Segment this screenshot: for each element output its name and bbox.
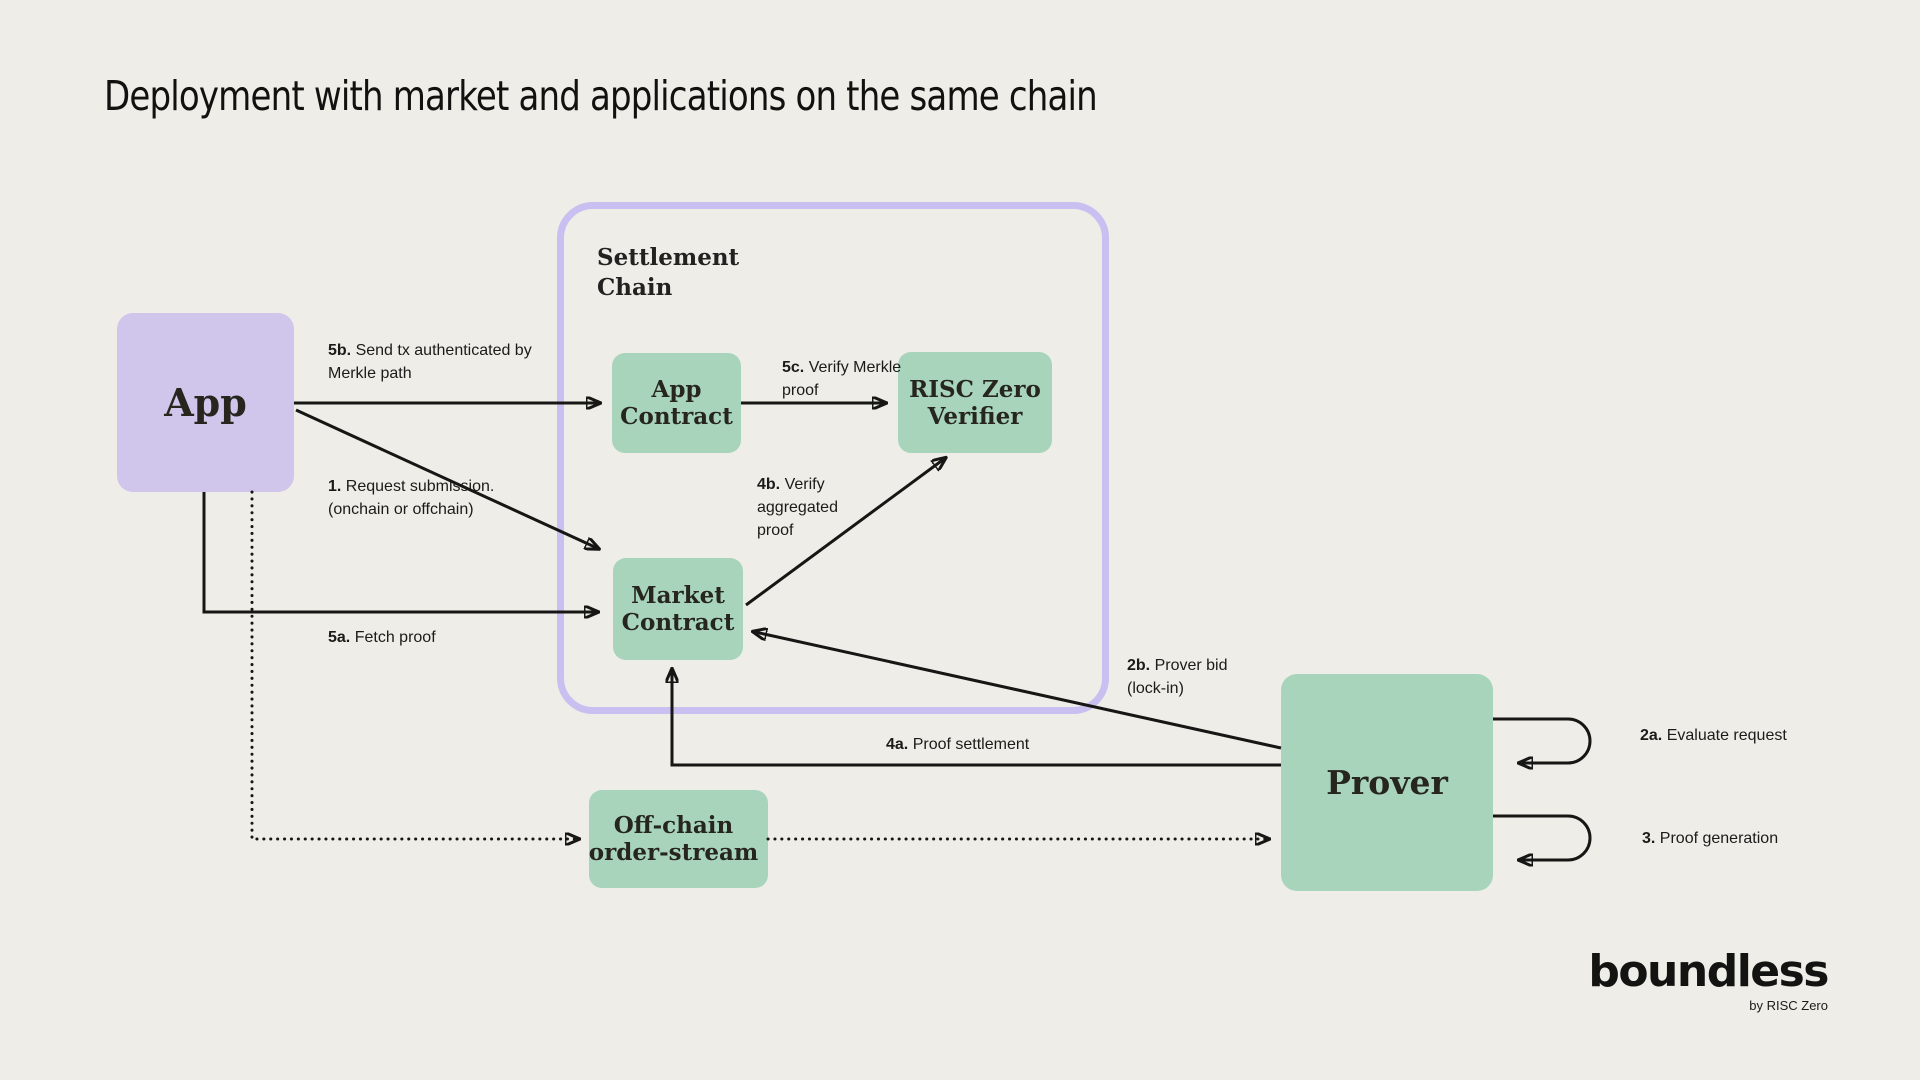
edge-label-1: 1. Request submission. (onchain or offch…: [328, 475, 504, 521]
edge-label-5c-number: 5c.: [782, 359, 805, 376]
edge-label-2a-text: Evaluate request: [1666, 727, 1787, 744]
edge-label-5b-text: Send tx authenticated by Merkle path: [328, 342, 532, 382]
node-risc-zero-verifier: RISC Zero Verifier: [898, 352, 1052, 453]
boundless-logo: boundless by RISC Zero: [1560, 946, 1829, 1014]
edge-label-5a-text: Fetch proof: [354, 629, 436, 646]
edge-label-4b: 4b. Verify aggregated proof: [757, 473, 871, 542]
edge-label-5a: 5a. Fetch proof: [328, 626, 436, 649]
edge-label-3-number: 3.: [1642, 830, 1656, 847]
edge-label-5b: 5b. Send tx authenticated by Merkle path: [328, 339, 536, 385]
edge-label-3: 3. Proof generation: [1642, 827, 1778, 850]
edge-label-4a-text: Proof settlement: [912, 736, 1030, 753]
node-offchain-order-stream: Off-chain order-stream: [589, 790, 768, 888]
node-app-contract-label: App Contract: [620, 376, 733, 430]
edge-label-2a-number: 2a.: [1640, 727, 1663, 744]
edge-label-5b-number: 5b.: [328, 342, 352, 359]
node-market-contract: Market Contract: [613, 558, 743, 660]
edge-label-2b: 2b. Prover bid (lock-in): [1127, 654, 1269, 700]
boundless-byline: by RISC Zero: [1749, 998, 1828, 1013]
edge-label-4a: 4a. Proof settlement: [886, 733, 1029, 756]
edge-label-5a-number: 5a.: [328, 629, 351, 646]
settlement-chain-label: Settlement Chain: [597, 244, 740, 301]
edge-label-4a-number: 4a.: [886, 736, 909, 753]
node-prover-label: Prover: [1326, 763, 1448, 802]
edge-label-3-text: Proof generation: [1659, 830, 1779, 847]
page-title: Deployment with market and applications …: [104, 72, 1098, 120]
node-offchain-order-stream-label: Off-chain order-stream: [588, 812, 759, 866]
edge-label-5c-text: Verify Merkle proof: [782, 359, 902, 399]
node-prover: Prover: [1281, 674, 1493, 891]
edge-2a-prover-self-loop: [1493, 717, 1592, 763]
edge-label-1-number: 1.: [328, 478, 342, 495]
edge-label-5c: 5c. Verify Merkle proof: [782, 356, 904, 402]
boundless-wordmark: boundless: [1588, 946, 1829, 997]
edge-label-1-text: Request submission. (onchain or offchain…: [328, 478, 495, 518]
node-app-label: App: [164, 380, 247, 425]
edge-label-4b-number: 4b.: [757, 476, 781, 493]
node-risc-zero-verifier-label: RISC Zero Verifier: [909, 375, 1041, 430]
edge-3-prover-self-loop: [1493, 814, 1592, 860]
edge-label-2b-number: 2b.: [1127, 657, 1151, 674]
node-app-contract: App Contract: [612, 353, 741, 453]
edge-offchain-app-to-order-stream: [250, 490, 577, 839]
edge-label-2a: 2a. Evaluate request: [1640, 724, 1787, 747]
node-market-contract-label: Market Contract: [621, 582, 735, 636]
node-app: App: [117, 313, 294, 492]
